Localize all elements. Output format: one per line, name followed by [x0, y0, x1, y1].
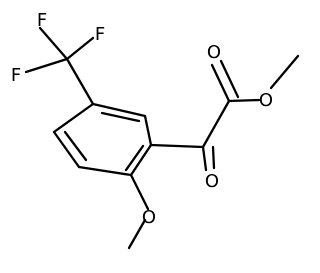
bond-f2-cf3 — [65, 36, 95, 61]
ring-bond-5 — [52, 130, 81, 169]
ring-bond-1-inner — [100, 111, 141, 123]
bond-methoxy-methyl — [127, 218, 147, 250]
ring-bond-2 — [143, 114, 153, 147]
fluorine-label-1: F — [37, 10, 47, 31]
bond-ring-methoxy — [129, 173, 150, 211]
bond-ring-keto — [149, 143, 205, 149]
bond-ester-methyl — [269, 54, 300, 90]
ester-ether-oxygen-label: O — [259, 90, 273, 111]
methoxy-oxygen-label: O — [142, 207, 156, 228]
bond-keto-co — [201, 145, 208, 172]
ring-bond-3-inner — [124, 144, 145, 172]
bond-ester-co-double — [219, 59, 240, 99]
fluorine-label-2: F — [95, 24, 105, 45]
ketone-oxygen-label: O — [205, 171, 219, 192]
bond-lines — [24, 26, 300, 250]
chemical-structure-diagram: F F F O O O O — [11, 10, 300, 250]
ring-bond-4 — [77, 165, 133, 177]
ring-bond-5-inner — [63, 130, 88, 162]
bond-f3-cf3 — [24, 57, 69, 74]
bond-keto-ester — [201, 99, 231, 149]
bond-keto-co-double — [211, 145, 216, 170]
ester-carbonyl-oxygen-label: O — [207, 42, 221, 63]
bond-ester-co — [210, 63, 231, 103]
atom-labels: F F F O O O O — [11, 10, 273, 228]
ring-bond-6 — [52, 102, 95, 134]
ring-bond-3 — [129, 143, 153, 177]
fluorine-label-3: F — [11, 65, 21, 86]
ring-bond-1 — [91, 102, 147, 118]
bond-cf3-ring — [65, 57, 95, 106]
bond-ester-oc — [227, 98, 261, 103]
bond-f1-cf3 — [38, 26, 69, 61]
